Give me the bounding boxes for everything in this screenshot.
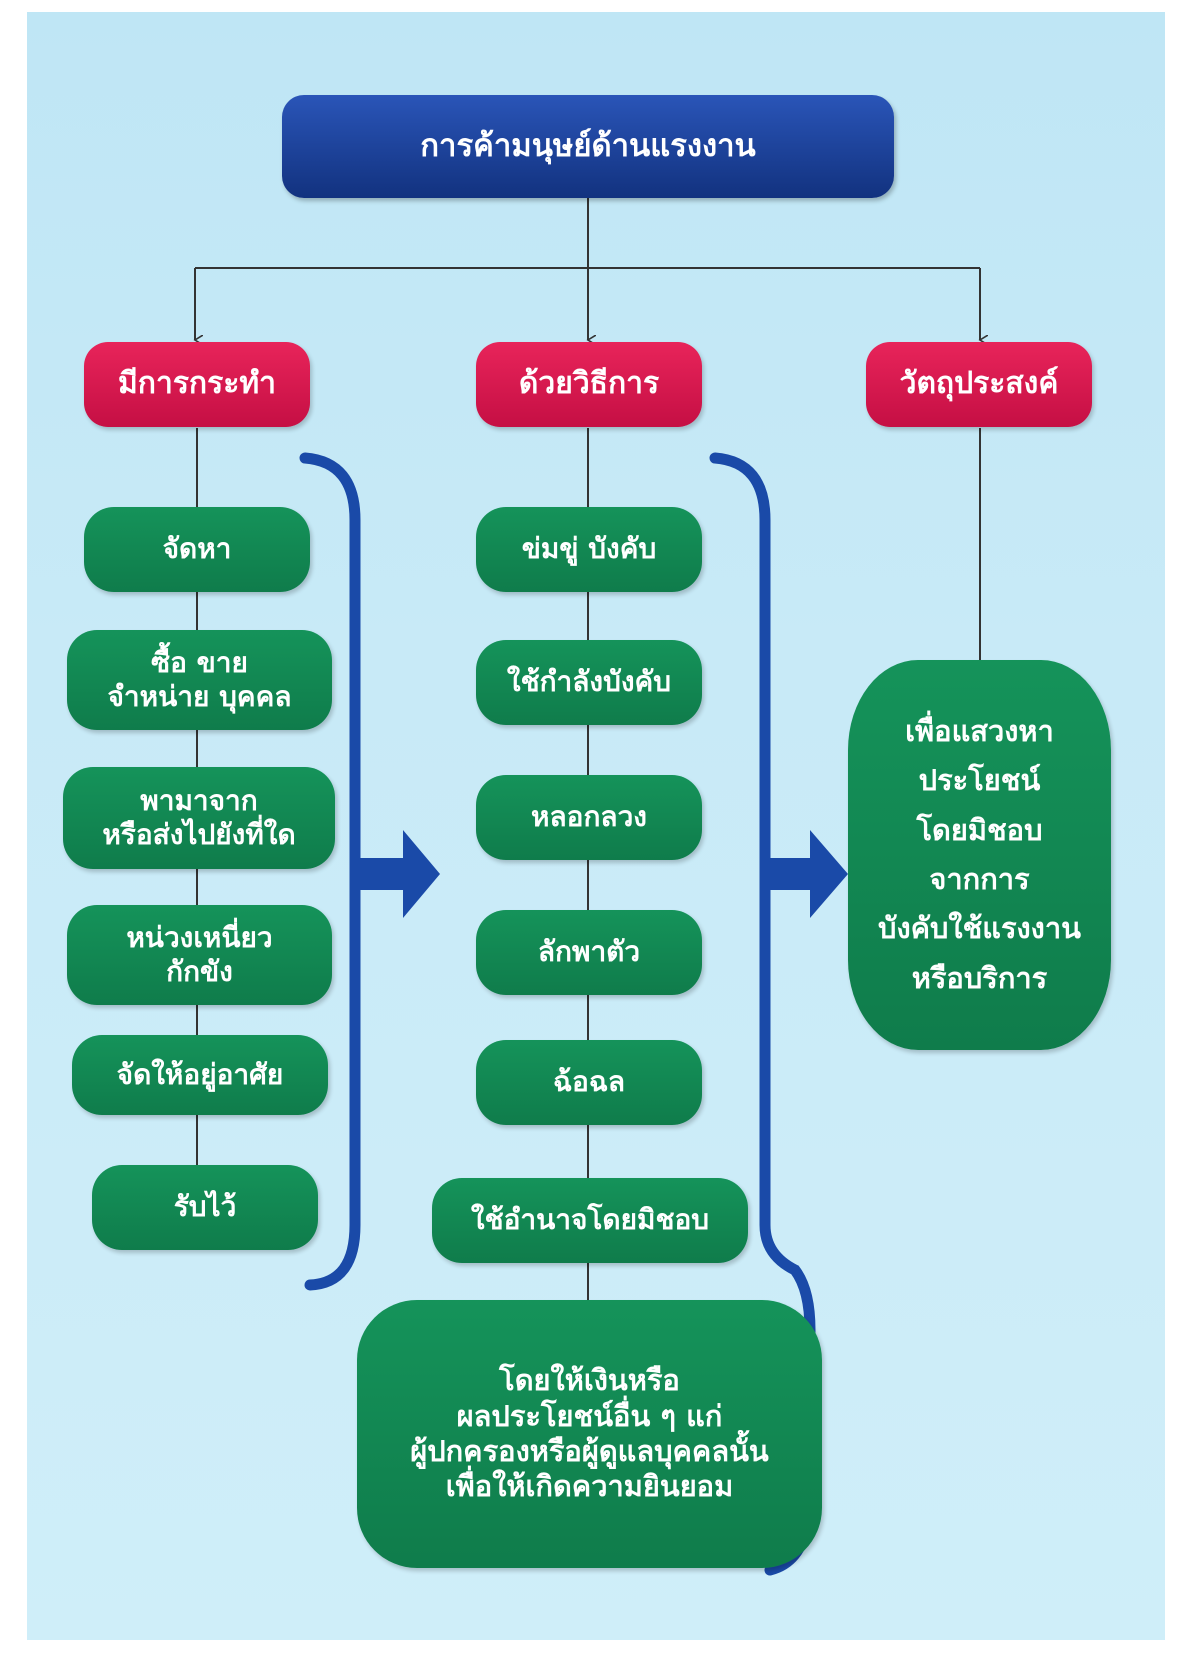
means-item-large: โดยให้เงินหรือ ผลประโยชน์อื่น ๆ แก่ ผู้ป…: [357, 1300, 822, 1568]
arrow-actions-to-means: [360, 830, 440, 918]
heading-purpose: วัตถุประสงค์: [866, 342, 1092, 427]
bracket-actions: [299, 452, 361, 1291]
means-item: หลอกลวง: [476, 775, 702, 860]
action-item: จัดหา: [84, 507, 310, 592]
arrow-means-to-purpose: [770, 830, 848, 918]
means-item: ลักพาตัว: [476, 910, 702, 995]
action-item: รับไว้: [92, 1165, 318, 1250]
means-item: ใช้อำนาจโดยมิชอบ: [432, 1178, 748, 1263]
action-item: ซื้อ ขาย จำหน่าย บุคคล: [67, 630, 332, 730]
purpose-result: เพื่อแสวงหา ประโยชน์ โดยมิชอบ จากการ บัง…: [848, 660, 1111, 1050]
action-item: หน่วงเหนี่ยว กักขัง: [67, 905, 332, 1005]
means-item: ใช้กำลังบังคับ: [476, 640, 702, 725]
means-item: ข่มขู่ บังคับ: [476, 507, 702, 592]
heading-means: ด้วยวิธีการ: [476, 342, 702, 427]
action-item: พามาจาก หรือส่งไปยังที่ใด: [63, 767, 335, 869]
diagram-title: การค้ามนุษย์ด้านแรงงาน: [282, 95, 894, 198]
means-item: ฉ้อฉล: [476, 1040, 702, 1125]
action-item: จัดให้อยู่อาศัย: [72, 1035, 328, 1115]
heading-action: มีการกระทำ: [84, 342, 310, 427]
